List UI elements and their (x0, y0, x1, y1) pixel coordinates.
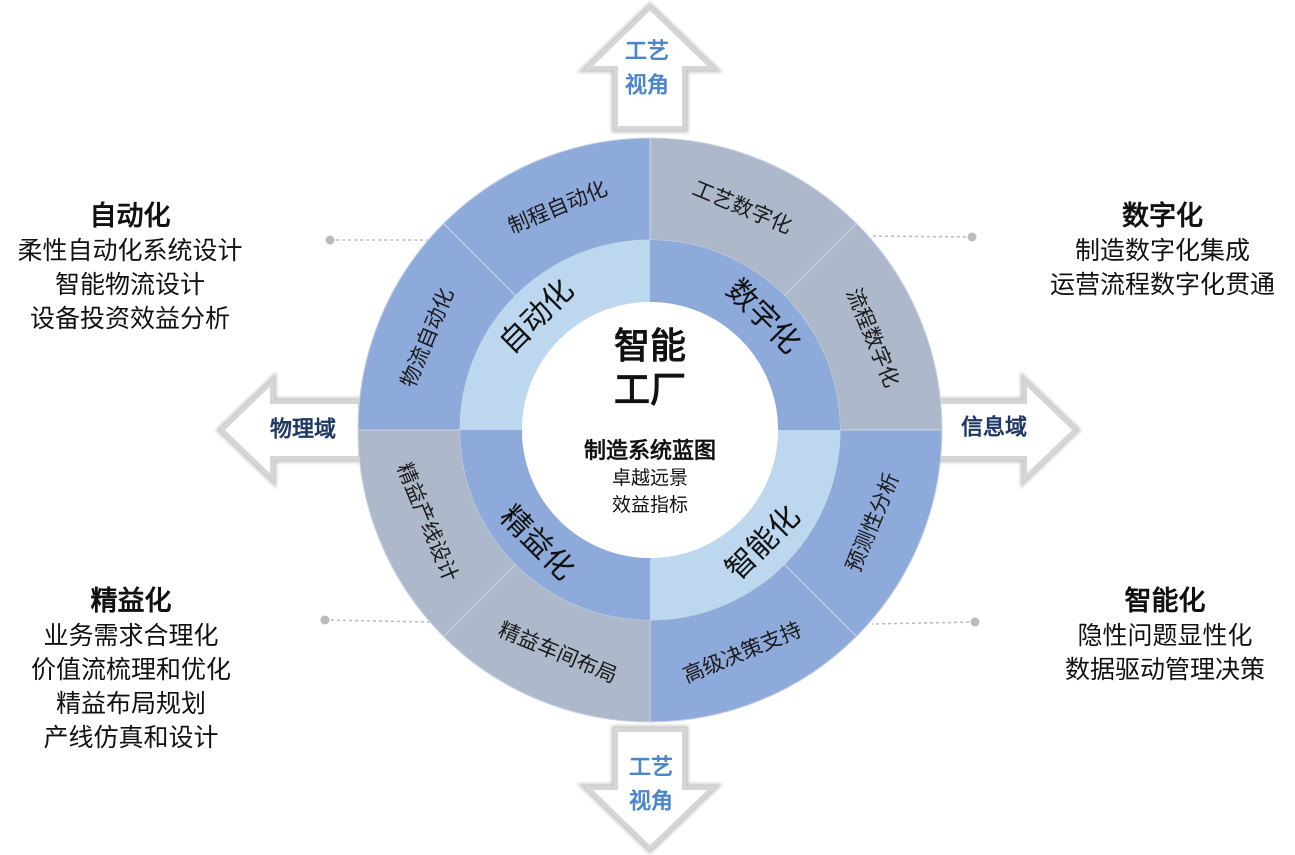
arrow-right-label: 信息域 (961, 415, 1027, 441)
panel-automation: 自动化 柔性自动化系统设计 智能物流设计 设备投资效益分析 (0, 200, 260, 336)
center-title-1: 智能 (613, 326, 686, 367)
leader-dot (970, 617, 980, 627)
arrow-left-label: 物理域 (270, 417, 336, 443)
panel-intelligence: 智能化 隐性问题显性化 数据驱动管理决策 (1035, 585, 1295, 687)
center-title-2: 工厂 (613, 370, 686, 411)
panel-item: 数据驱动管理决策 (1064, 655, 1265, 684)
inner-segment (650, 430, 840, 620)
inner-segment (460, 240, 650, 430)
panel-item: 设备投资效益分析 (29, 304, 230, 333)
center-circle (522, 302, 778, 558)
panel-digitalization: 数字化 制造数字化集成 运营流程数字化贯通 (1030, 200, 1295, 302)
center-subtitle: 制造系统蓝图 (583, 439, 716, 464)
panel-item: 精益布局规划 (55, 689, 206, 718)
leader-line (871, 621, 976, 625)
panel-item: 柔性自动化系统设计 (17, 236, 243, 265)
leader-line (324, 619, 431, 623)
panel-title: 数字化 (1122, 201, 1203, 232)
leader-dot (967, 232, 977, 242)
arrow-down-label: 视角 (629, 789, 673, 815)
panel-item: 隐性问题显性化 (1077, 621, 1253, 650)
panel-item: 制造数字化集成 (1074, 236, 1250, 265)
center-line-2: 效益指标 (611, 494, 688, 516)
leader-line (869, 235, 973, 238)
panel-lean: 精益化 业务需求合理化 价值流梳理和优化 精益布局规划 产线仿真和设计 (0, 585, 262, 755)
center-line-1: 卓越远景 (611, 467, 688, 489)
arrow-down (583, 728, 717, 851)
inner-segment (650, 240, 840, 430)
arrow-up-label: 工艺 (625, 39, 669, 65)
panel-title: 自动化 (89, 201, 171, 232)
panel-item: 智能物流设计 (54, 270, 205, 299)
panel-item: 业务需求合理化 (43, 621, 219, 650)
panel-title: 精益化 (90, 586, 172, 617)
inner-segment (460, 430, 650, 620)
panel-item: 运营流程数字化贯通 (1049, 270, 1275, 299)
center-label: 智能 工厂 制造系统蓝图 卓越远景 效益指标 (550, 325, 750, 519)
leader-dot (320, 615, 330, 625)
arrow-down-label: 工艺 (629, 755, 673, 781)
arrow-up-label: 视角 (625, 73, 669, 99)
panel-title: 智能化 (1124, 586, 1206, 617)
arrow-up (583, 5, 717, 130)
panel-item: 产线仿真和设计 (43, 723, 219, 752)
panel-item: 价值流梳理和优化 (30, 655, 231, 684)
leader-dot (325, 235, 335, 245)
